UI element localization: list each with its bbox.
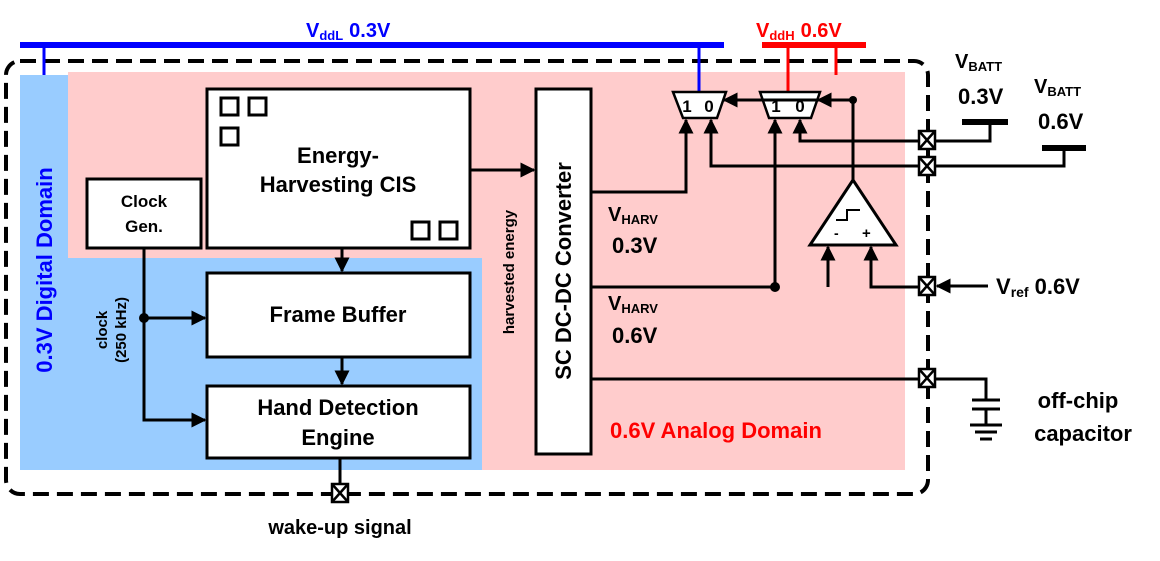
- mux-vddl-in0: 0: [704, 97, 713, 116]
- vharv-06v-value: 0.6V: [612, 323, 658, 348]
- clock-label-line2: (250 kHz): [113, 297, 130, 363]
- capacitor-wire: [935, 377, 988, 400]
- offchip-label-line2: capacitor: [1034, 421, 1132, 446]
- vharv-03v-wire: [591, 118, 694, 194]
- sc-dcdc-label: SC DC-DC Converter: [551, 162, 576, 380]
- wakeup-io-pad: [330, 482, 350, 504]
- vbatt-06v-source-wire: [935, 148, 1066, 168]
- vbatt-03v-to-mux: [792, 118, 918, 143]
- frame-buffer-block: Frame Buffer: [205, 271, 472, 359]
- vbatt-06v-label: VBATT: [1034, 76, 1081, 99]
- clock-junction-dot: [139, 313, 149, 323]
- analog-domain-label: 0.6V Analog Domain: [610, 418, 822, 443]
- clock-wire: [142, 248, 207, 428]
- cis-label-line1: Energy-: [297, 143, 379, 168]
- hand-detection-line1: Hand Detection: [257, 395, 418, 420]
- vbatt-03v-value: 0.3V: [958, 84, 1004, 109]
- vharv-03v-label: VHARV: [608, 204, 658, 227]
- comparator: - +: [807, 177, 899, 247]
- vref-to-comparator-wire: [863, 245, 918, 289]
- hand-detection-engine-block: Hand Detection Engine: [205, 384, 472, 460]
- comparator-plus: +: [862, 225, 871, 242]
- wakeup-signal-label: wake-up signal: [267, 517, 411, 539]
- mux-vddl-in1: 1: [682, 97, 691, 116]
- ground-symbol: [970, 423, 1002, 441]
- select-junction-dot: [849, 96, 857, 104]
- clock-gen-block: Clock Gen.: [85, 177, 203, 250]
- offchip-label-line1: off-chip: [1038, 388, 1119, 413]
- harvested-energy-label: harvested energy: [501, 209, 518, 334]
- digital-domain-label: 0.3V Digital Domain: [32, 167, 57, 372]
- clock-label-line1: clock: [94, 310, 111, 349]
- vbatt-03v-source-wire: [935, 122, 992, 143]
- mux-vddl: 1 0: [671, 90, 728, 120]
- sc-dcdc-converter-block: SC DC-DC Converter: [534, 87, 593, 456]
- vharv-06v-label: VHARV: [608, 293, 658, 316]
- io-pad-offchip-cap: [917, 367, 937, 389]
- vbatt-03v-label: VBATT: [955, 51, 1002, 74]
- vharv-06v-junction-dot: [770, 282, 780, 292]
- io-pad-vbatt-03v: [917, 129, 937, 151]
- vbatt-06v-value: 0.6V: [1038, 109, 1084, 134]
- io-pad-vbatt-06v: [917, 155, 937, 177]
- clock-gen-line2: Gen.: [125, 217, 163, 236]
- capacitor-symbol: [972, 398, 1000, 425]
- cis-label-line2: Harvesting CIS: [260, 172, 417, 197]
- vharv-03v-value: 0.3V: [612, 233, 658, 258]
- io-pad-vref: [917, 275, 937, 297]
- vbatt-06v-to-mux: [703, 118, 918, 168]
- clock-gen-line1: Clock: [121, 192, 168, 211]
- energy-harvesting-cis-block: Energy- Harvesting CIS: [205, 87, 472, 250]
- hand-detection-line2: Engine: [301, 425, 374, 450]
- mux-vddh: 1 0: [758, 90, 822, 120]
- mux-vddh-in1: 1: [771, 97, 780, 116]
- mux-vddh-in0: 0: [795, 97, 804, 116]
- frame-buffer-label: Frame Buffer: [270, 302, 407, 327]
- comparator-minus: -: [834, 225, 839, 241]
